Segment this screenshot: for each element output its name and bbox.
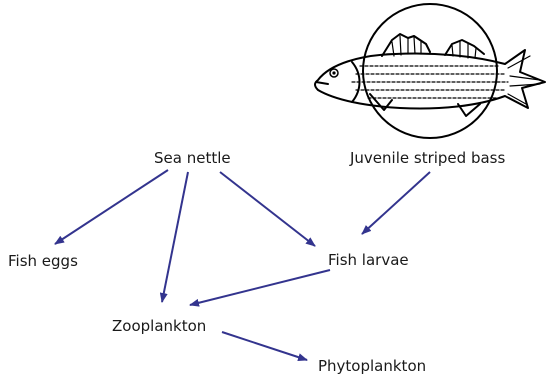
arrow-juvenile-striped-bass-to-fish-larvae (362, 172, 430, 234)
node-fish-eggs: Fish eggs (8, 252, 78, 270)
node-fish-larvae: Fish larvae (328, 251, 409, 269)
node-juvenile-striped-bass: Juvenile striped bass (349, 149, 505, 167)
striped-bass-illustration (315, 4, 545, 138)
arrow-sea-nettle-to-fish-larvae (220, 172, 315, 246)
fish-pupil (332, 71, 335, 74)
arrow-sea-nettle-to-zooplankton (162, 172, 188, 302)
arrow-fish-larvae-to-zooplankton (190, 270, 330, 305)
arrow-sea-nettle-to-fish-eggs (55, 170, 168, 244)
fish-circle-frame (363, 4, 497, 138)
fish-dorsal-fin-soft (445, 40, 484, 55)
node-zooplankton: Zooplankton (112, 317, 206, 335)
arrow-zooplankton-to-phytoplankton (222, 332, 307, 360)
node-phytoplankton: Phytoplankton (318, 357, 426, 375)
food-web-labels: Sea nettle Juvenile striped bass Fish eg… (8, 149, 505, 375)
fish-body (315, 50, 545, 109)
fish-stripes (352, 66, 508, 98)
fish-mouth (316, 82, 328, 84)
node-sea-nettle: Sea nettle (154, 149, 231, 167)
